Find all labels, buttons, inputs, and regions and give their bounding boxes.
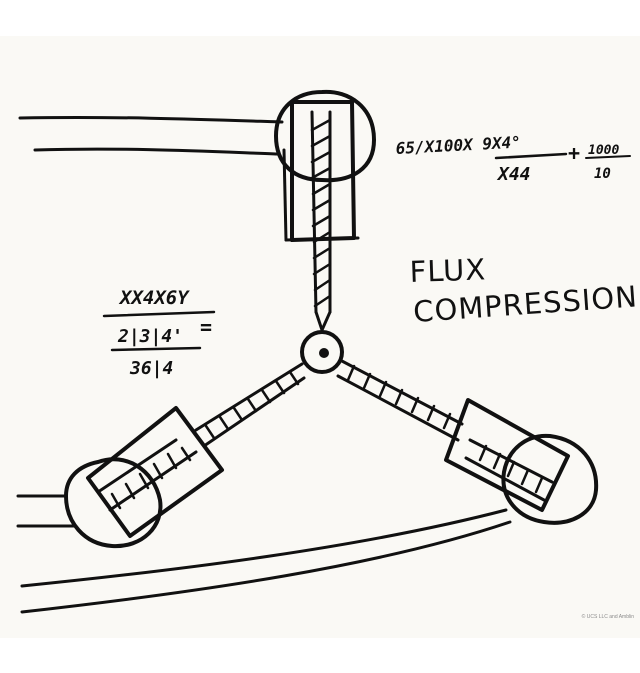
equation-right-plus: + [568, 141, 580, 165]
equation-right: 65/X100X 9X4° X44 + 1000 10 [395, 132, 631, 185]
top-wire-upper [18, 115, 284, 124]
right-housing-threads [478, 444, 544, 494]
equation-right-small-numerator: 1000 [588, 143, 619, 158]
top-rod-left [310, 110, 318, 314]
equation-left-line-2: 2|3|4' [117, 326, 183, 347]
equation-right-small-denominator: 10 [594, 166, 611, 182]
equation-left-line-3: 36|4 [129, 358, 173, 379]
left-rod-threads [204, 370, 300, 440]
top-rod-tip [314, 310, 332, 332]
top-rod-threads [310, 118, 332, 308]
equation-left-equals: = [200, 315, 212, 339]
left-rod-upper [194, 362, 304, 432]
left-electrode-housing [86, 406, 224, 538]
right-rod-threads [346, 364, 452, 430]
left-arm [16, 362, 306, 549]
equation-right-numerator: 65/X100X 9X4° [395, 132, 521, 158]
equation-right-fraction-bar [494, 152, 568, 160]
equation-left: XX4X6Y 2|3|4' = 36|4 [102, 287, 216, 379]
equation-right-denominator: X44 [496, 164, 531, 185]
right-rod-lower [336, 374, 460, 442]
left-rod-lower [202, 376, 306, 448]
bottom-wire-lower [20, 520, 512, 614]
right-arm [336, 358, 599, 525]
hub-center-dot [319, 348, 329, 358]
right-housing-inner-upper [468, 438, 554, 484]
center-hub [300, 330, 344, 374]
bottom-wire-upper [20, 508, 508, 588]
top-housing-base [284, 236, 360, 242]
right-electrode-cap [501, 433, 599, 525]
top-electrode-cap [274, 89, 376, 183]
hub-outer-ring [300, 330, 344, 374]
paper-sheet [0, 36, 640, 638]
left-housing-threads [110, 446, 192, 510]
equation-left-line-1: XX4X6Y [118, 287, 190, 309]
equation-left-bar-2 [110, 346, 202, 352]
equation-left-bar-1 [102, 310, 216, 318]
top-housing-edge-left [282, 148, 288, 242]
sketch-title-line-1: FLUX [409, 252, 487, 289]
top-arm [18, 89, 376, 332]
equation-right-small-bar [585, 155, 631, 159]
top-wire-lower [33, 147, 280, 156]
left-electrode-cap [64, 457, 163, 549]
copyright-credit: © UCS LLC and Amblin [581, 614, 634, 620]
